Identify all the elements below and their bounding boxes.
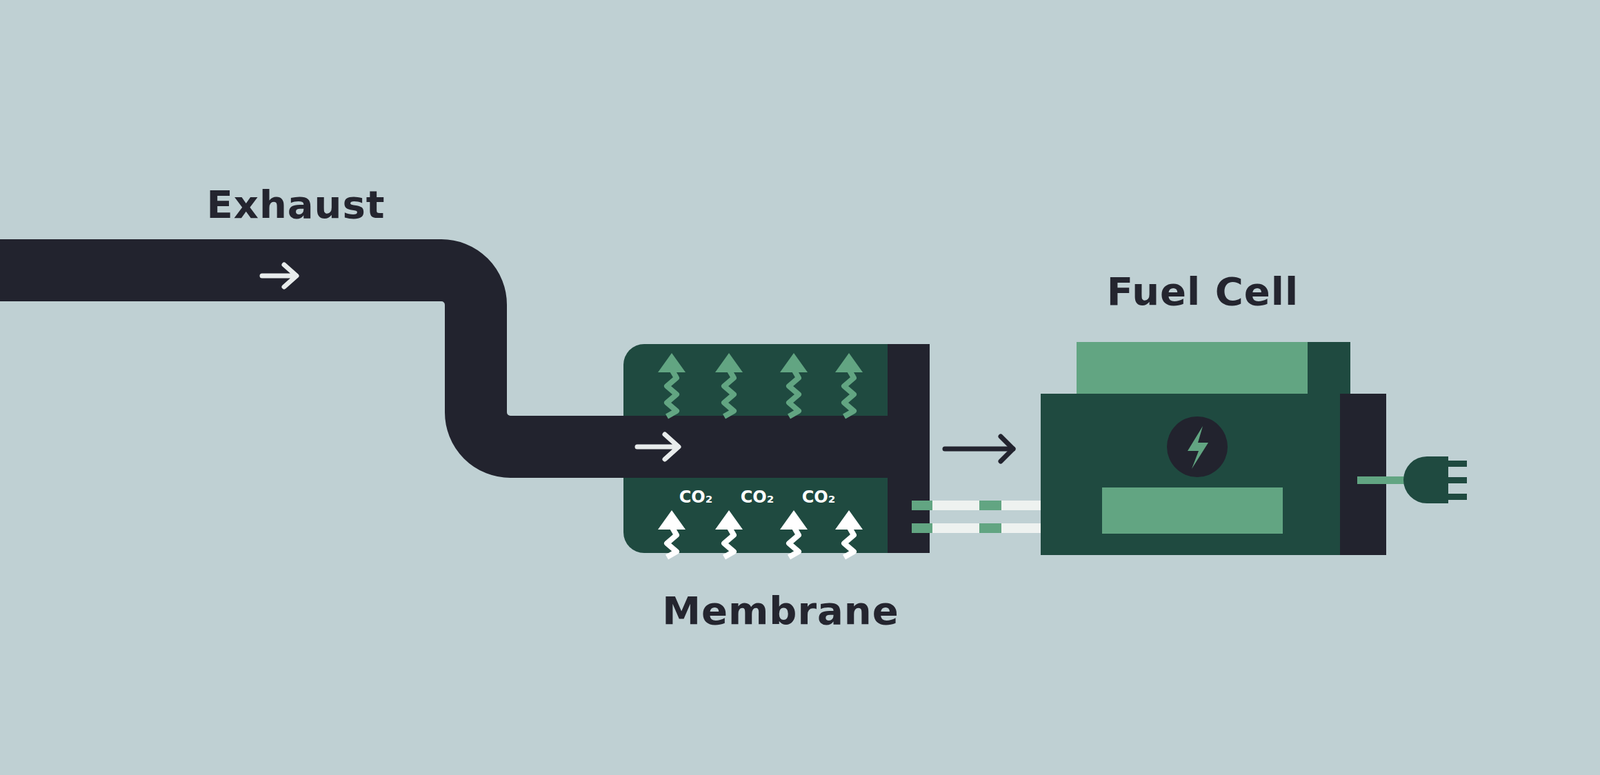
fuel-cell-top [1076, 342, 1351, 398]
plug-prong [1448, 460, 1467, 467]
tube [911, 523, 1041, 534]
wavy-arrow-head [780, 510, 808, 530]
component-name: Fuel Cell [1106, 268, 1299, 314]
gas-label: CO₂ [740, 487, 775, 507]
wavy-arrow-head [657, 510, 686, 530]
wavy-arrow-head [835, 353, 863, 373]
pipe-label: Exhaust [206, 182, 386, 227]
wavy-arrow-head [657, 353, 686, 373]
wavy-arrow [844, 369, 854, 417]
flow-connector [944, 436, 1014, 462]
wavy-arrow-head [780, 353, 808, 373]
wavy-arrow [724, 526, 734, 558]
gas-label: CO₂ [679, 487, 714, 507]
fuel-cell-end [1340, 393, 1387, 556]
fuel-cell-panel [1102, 487, 1283, 534]
tube-band [979, 500, 1002, 511]
gas-label: CO₂ [802, 487, 836, 507]
wavy-arrow [788, 526, 799, 558]
tube-band [911, 500, 933, 511]
wavy-arrow [724, 369, 734, 417]
arrow-head [1000, 436, 1014, 462]
plug-prong [1448, 477, 1467, 484]
fuel-cell-top-panel [1076, 342, 1308, 394]
flow-arrow [262, 264, 297, 287]
exhaust-pipe [0, 270, 897, 447]
connector-line [944, 446, 1014, 452]
fuel-cell-unit: Fuel Cell [1040, 342, 1387, 556]
plug-cable [1357, 476, 1406, 485]
component-name: Membrane [662, 588, 899, 634]
tube-band [911, 523, 933, 534]
tube-band [979, 523, 1002, 534]
wavy-arrow-head [715, 510, 743, 530]
wavy-arrow [666, 526, 677, 558]
fuel-cell-body [1040, 393, 1387, 556]
membrane-unit: CO₂CO₂CO₂Membrane [623, 344, 930, 554]
power-icon [1166, 416, 1228, 478]
wavy-arrow-head [715, 353, 743, 373]
wavy-arrow-head [835, 510, 863, 530]
plug-head [1403, 456, 1449, 504]
wavy-arrow [788, 369, 799, 417]
flow-arrow [637, 434, 679, 460]
plug-prong [1448, 493, 1467, 500]
tube [911, 500, 1041, 511]
wavy-arrow [666, 369, 677, 417]
lightning-bolt [1187, 426, 1209, 469]
wavy-arrow [844, 526, 854, 558]
